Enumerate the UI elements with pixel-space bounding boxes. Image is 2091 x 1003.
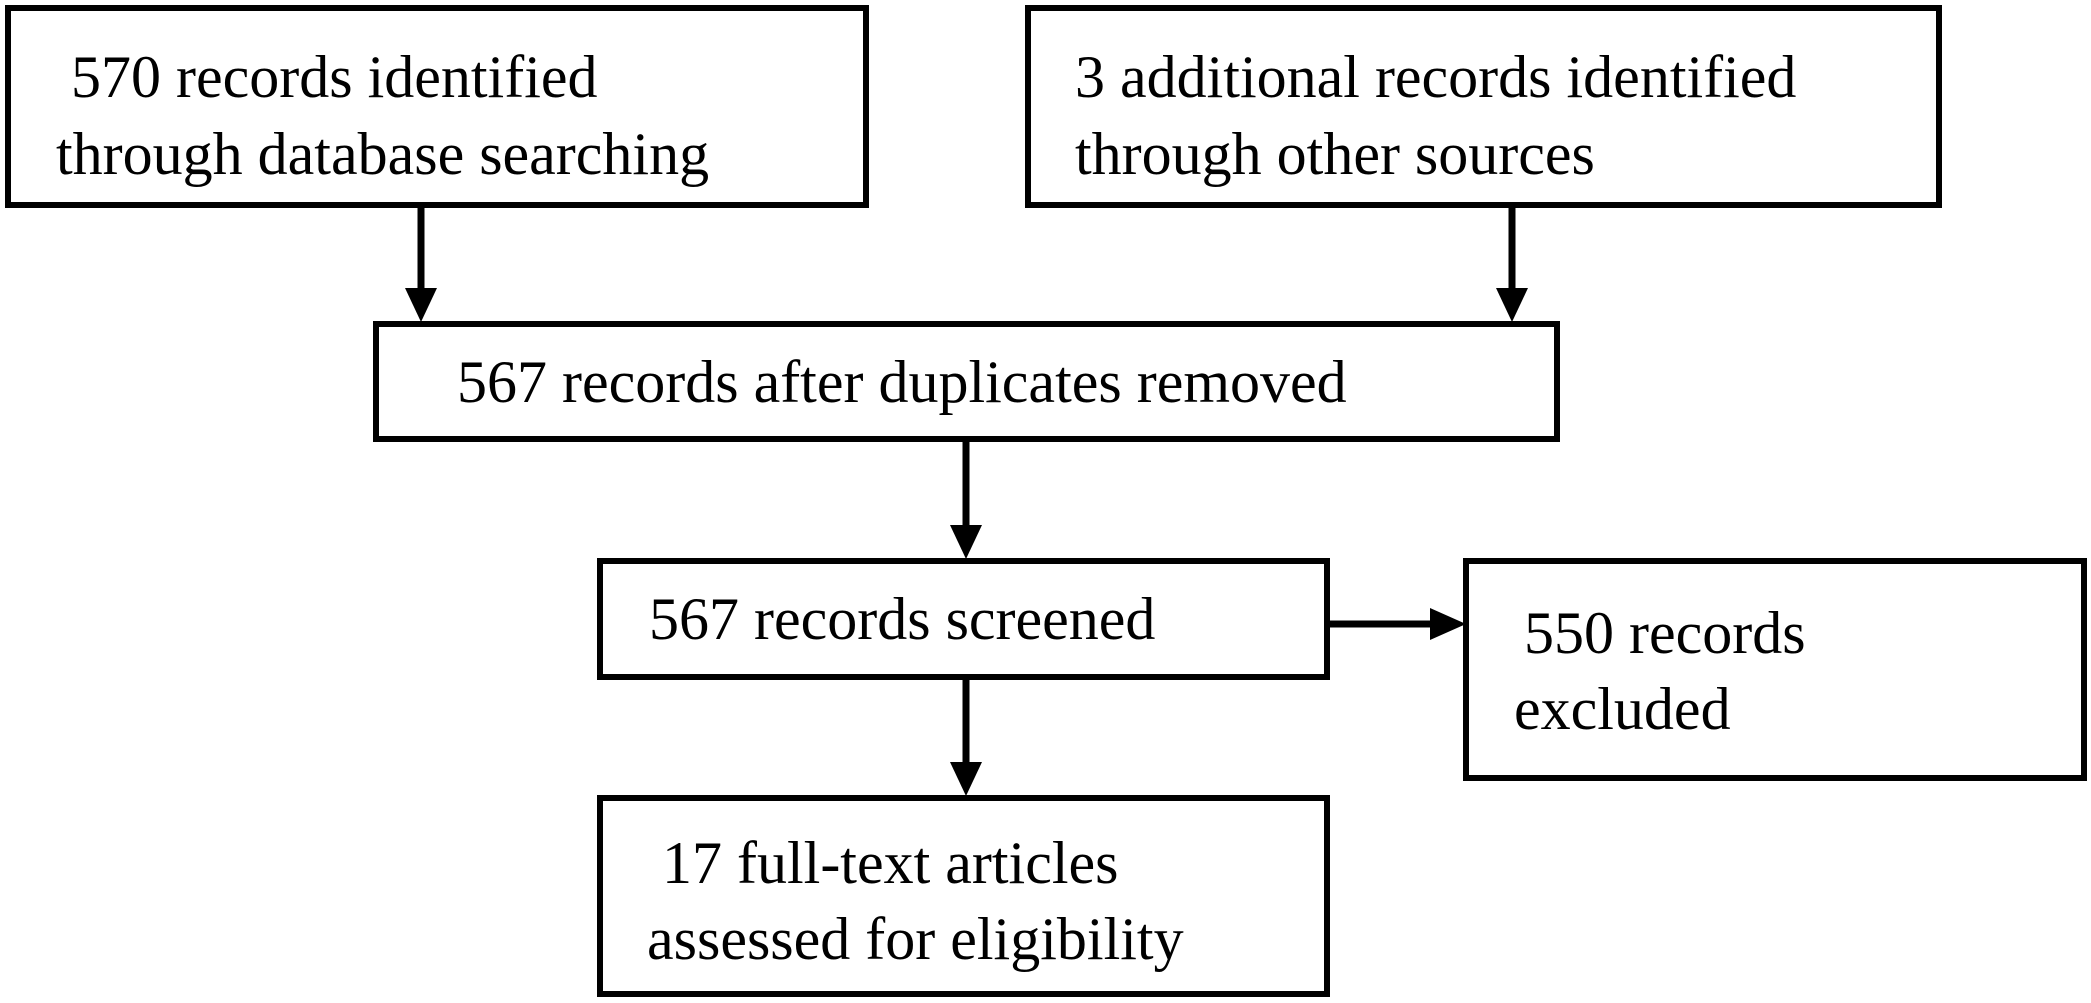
box-records-identified-other-line1: 3 additional records identified — [1075, 44, 1797, 110]
box-records-identified-database: 570 records identified through database … — [5, 5, 869, 208]
box-records-excluded-line2: excluded — [1514, 676, 1731, 742]
box-after-duplicates: 567 records after duplicates removed — [373, 321, 1560, 442]
arrow-database-to-duplicates — [405, 205, 437, 322]
box-records-identified-other-line2: through other sources — [1075, 121, 1595, 187]
box-records-excluded: 550 records excluded — [1463, 558, 2087, 781]
box-full-text-articles-line1: 17 full-text articles — [647, 830, 1119, 896]
box-full-text-articles: 17 full-text articles assessed for eligi… — [597, 795, 1330, 997]
box-full-text-articles-line2: assessed for eligibility — [647, 906, 1184, 972]
box-records-identified-database-line2: through database searching — [56, 121, 710, 187]
arrow-screened-to-fulltext — [950, 680, 982, 796]
box-records-excluded-line1: 550 records — [1509, 600, 1806, 666]
box-records-screened: 567 records screened — [597, 558, 1330, 680]
box-after-duplicates-line1: 567 records after duplicates removed — [457, 349, 1347, 415]
arrow-other-to-duplicates — [1496, 205, 1528, 322]
arrow-duplicates-to-screened — [950, 442, 982, 559]
box-records-identified-database-line1: 570 records identified — [56, 44, 598, 110]
box-records-screened-line1: 567 records screened — [649, 586, 1156, 652]
box-records-identified-other: 3 additional records identified through … — [1025, 5, 1942, 208]
arrow-screened-to-excluded — [1330, 608, 1466, 640]
